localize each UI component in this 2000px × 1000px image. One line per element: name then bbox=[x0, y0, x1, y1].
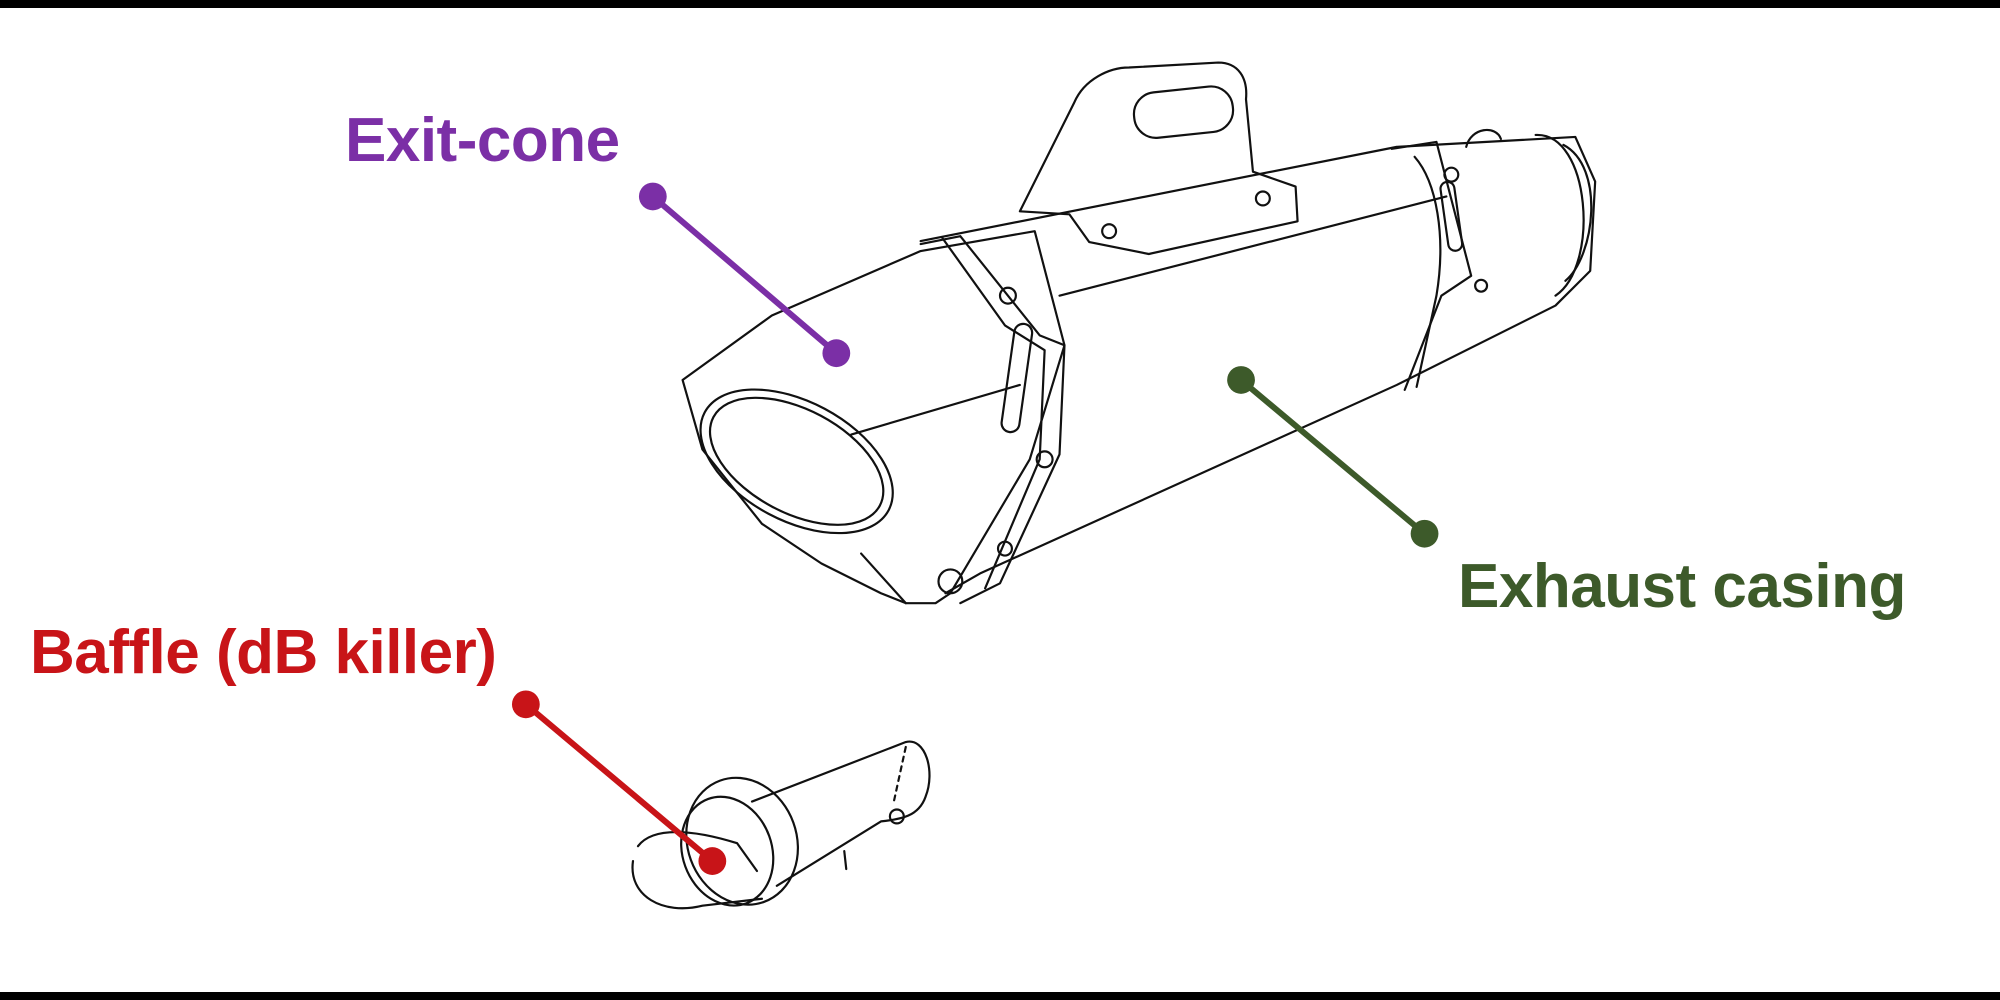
front-clamp-drawing bbox=[919, 235, 1066, 605]
baffle-leader-dot-end bbox=[698, 847, 727, 875]
mounting-bracket-drawing bbox=[1018, 61, 1299, 256]
exhaust-casing-leader-line bbox=[1238, 377, 1428, 537]
exhaust-casing-leader-dot-start bbox=[1227, 366, 1255, 394]
baffle-label: Baffle (dB killer) bbox=[30, 618, 497, 687]
baffle-leader-line bbox=[522, 701, 716, 865]
exhaust-casing-label: Exhaust casing bbox=[1458, 552, 1906, 621]
exit-cone-drawing bbox=[681, 230, 1066, 605]
diagram-canvas: Exit-cone Exhaust casing Baffle (dB kill… bbox=[0, 8, 2000, 992]
baffle-leader-dot-start bbox=[511, 690, 540, 719]
exhaust-casing-drawing bbox=[919, 129, 1597, 595]
exit-cone-leader-dot-end bbox=[822, 339, 851, 368]
exhaust-illustration bbox=[511, 61, 1597, 910]
exhaust-casing-leader-dot-end bbox=[1410, 519, 1439, 548]
exit-cone-leader-dot-start bbox=[638, 182, 667, 211]
baffle-drawing bbox=[631, 740, 931, 910]
exit-cone-label: Exit-cone bbox=[345, 106, 620, 175]
exit-cone-leader-line bbox=[649, 193, 840, 357]
